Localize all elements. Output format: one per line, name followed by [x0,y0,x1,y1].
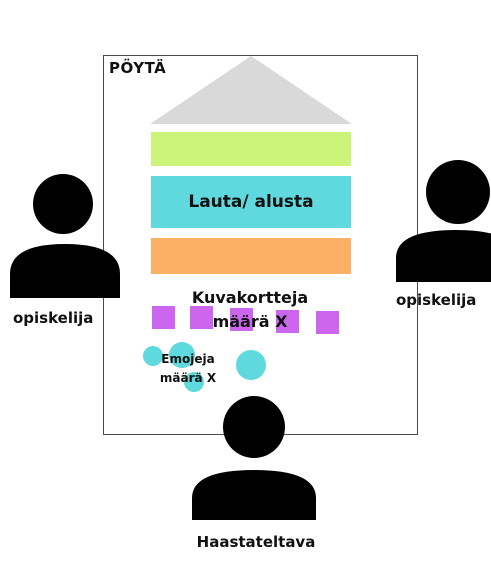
picture-card [316,311,339,334]
emoji-dot [236,350,266,380]
right-person-label: opiskelija [396,291,477,309]
picture-card [190,306,213,329]
picture-card [276,310,299,333]
bottom-person-label: Haastateltava [196,533,316,551]
emoji-dot [169,342,195,368]
emoji-dot [184,372,204,392]
emojis-label-line1: Emojeja [161,352,215,366]
person-icon [396,160,491,282]
roof-triangle [150,56,352,124]
cards-label-line2: määrä X [212,312,288,331]
cards-label-line1: Kuvakortteja [191,288,309,307]
person-icon [10,174,120,298]
green-band [151,132,351,166]
board-band: Lauta/ alusta [151,176,351,228]
cards-label: Kuvakortteja määrä X [150,286,350,334]
emoji-dot [143,346,163,366]
board-label: Lauta/ alusta [188,192,314,212]
picture-card [152,306,175,329]
table-label: PÖYTÄ [109,59,167,77]
emojis-label-line2: määrä X [159,371,217,385]
orange-band [151,238,351,274]
person-icon [192,396,316,520]
emojis-label: Emojeja määrä X [153,350,223,388]
left-person-label: opiskelija [13,309,94,327]
picture-card [230,308,253,331]
